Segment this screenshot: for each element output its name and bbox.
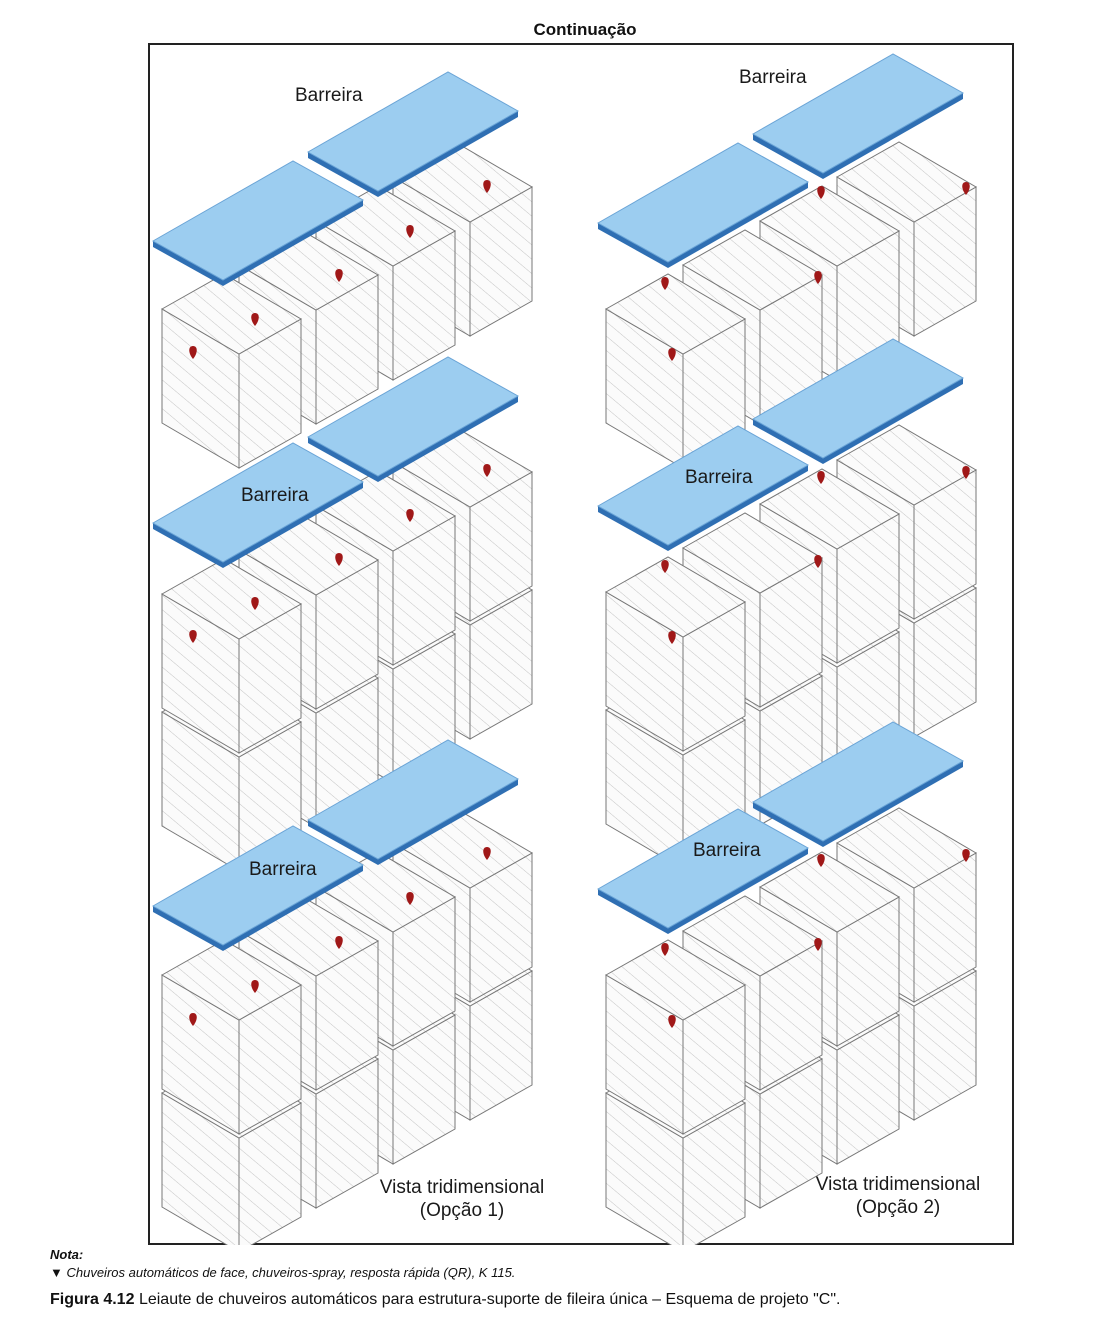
sprinkler-1b-4 — [483, 464, 491, 477]
barriers — [151, 53, 965, 951]
opt1-b-box-r0-l0 — [160, 558, 303, 754]
view-label-option2-line1: Vista tridimensional — [816, 1174, 980, 1195]
sprinkler-2c-0 — [661, 943, 669, 956]
sprinkler-1a-2 — [335, 269, 343, 282]
sprinkler-2b-1 — [668, 631, 676, 644]
opt2-c-box-r0-l0 — [604, 939, 747, 1135]
sprinkler-2a-4 — [962, 182, 970, 195]
barrier-2-2a — [596, 425, 810, 551]
isometric-diagram: Barreira Barreira Barreira Barreira Barr… — [151, 53, 980, 1245]
sprinkler-1b-3 — [406, 509, 414, 522]
sprinkler-1c-2 — [335, 936, 343, 949]
sprinkler-2b-4 — [962, 466, 970, 479]
barrier-2-1a — [596, 142, 810, 268]
continuation-heading: Continuação — [533, 20, 637, 39]
barrier-1-3b — [306, 739, 520, 865]
sprinklers — [189, 180, 970, 1028]
barrier-label-1-2: Barreira — [241, 485, 309, 506]
barrier-label-1-3: Barreira — [249, 859, 317, 880]
barrier-1-2b — [306, 356, 520, 482]
sprinkler-1c-0 — [189, 1013, 197, 1026]
sprinkler-1c-1 — [251, 980, 259, 993]
sprinkler-2c-4 — [962, 849, 970, 862]
sprinkler-2b-3 — [817, 471, 825, 484]
barrier-2-2b — [751, 338, 965, 464]
barrier-1-1b — [306, 71, 520, 197]
opt1-c-box-r0-l0 — [160, 939, 303, 1135]
view-label-option1-line1: Vista tridimensional — [380, 1177, 544, 1198]
sprinkler-1b-1 — [251, 597, 259, 610]
sprinkler-2a-3 — [817, 186, 825, 199]
caption-number: Figura 4.12 — [50, 1291, 135, 1308]
sprinkler-2a-1 — [668, 348, 676, 361]
barrier-2-3b — [751, 721, 965, 847]
figure-caption: Figura 4.12 Leiaute de chuveiros automát… — [50, 1291, 840, 1309]
sprinkler-2b-2 — [814, 555, 822, 568]
caption-text: Leiaute de chuveiros automáticos para es… — [138, 1291, 841, 1308]
barrier-2-1b — [751, 53, 965, 179]
opt2-b-box-r0-l0 — [604, 556, 747, 752]
diagram-labels: Barreira Barreira Barreira Barreira Barr… — [241, 67, 980, 1221]
note-text: ▼ Chuveiros automáticos de face, chuveir… — [50, 1265, 516, 1280]
sprinkler-1c-4 — [483, 847, 491, 860]
barrier-1-1a — [151, 160, 365, 286]
sprinkler-2a-2 — [814, 271, 822, 284]
barrier-1-2a — [151, 442, 365, 568]
barrier-1-3a — [151, 825, 365, 951]
view-label-option2-line2: (Opção 2) — [856, 1197, 940, 1218]
sprinkler-2a-0 — [661, 277, 669, 290]
storage-boxes — [160, 141, 978, 1245]
barrier-label-2-1: Barreira — [739, 67, 807, 88]
barrier-label-2-3: Barreira — [693, 840, 761, 861]
sprinkler-2c-2 — [814, 938, 822, 951]
sprinkler-1a-1 — [251, 313, 259, 326]
sprinkler-1a-0 — [189, 346, 197, 359]
sprinkler-2b-0 — [661, 560, 669, 573]
view-label-option1-line2: (Opção 1) — [420, 1200, 504, 1221]
note-title: Nota: — [50, 1247, 84, 1262]
sprinkler-1a-4 — [483, 180, 491, 193]
sprinkler-2c-1 — [668, 1015, 676, 1028]
sprinkler-1b-0 — [189, 630, 197, 643]
opt1-a-box-r0-l0 — [160, 273, 303, 469]
barrier-label-2-2: Barreira — [685, 467, 753, 488]
sprinkler-1c-3 — [406, 892, 414, 905]
sprinkler-2c-3 — [817, 854, 825, 867]
barrier-2-3a — [596, 808, 810, 934]
sprinkler-1a-3 — [406, 225, 414, 238]
sprinkler-1b-2 — [335, 553, 343, 566]
barrier-label-1-1: Barreira — [295, 85, 363, 106]
